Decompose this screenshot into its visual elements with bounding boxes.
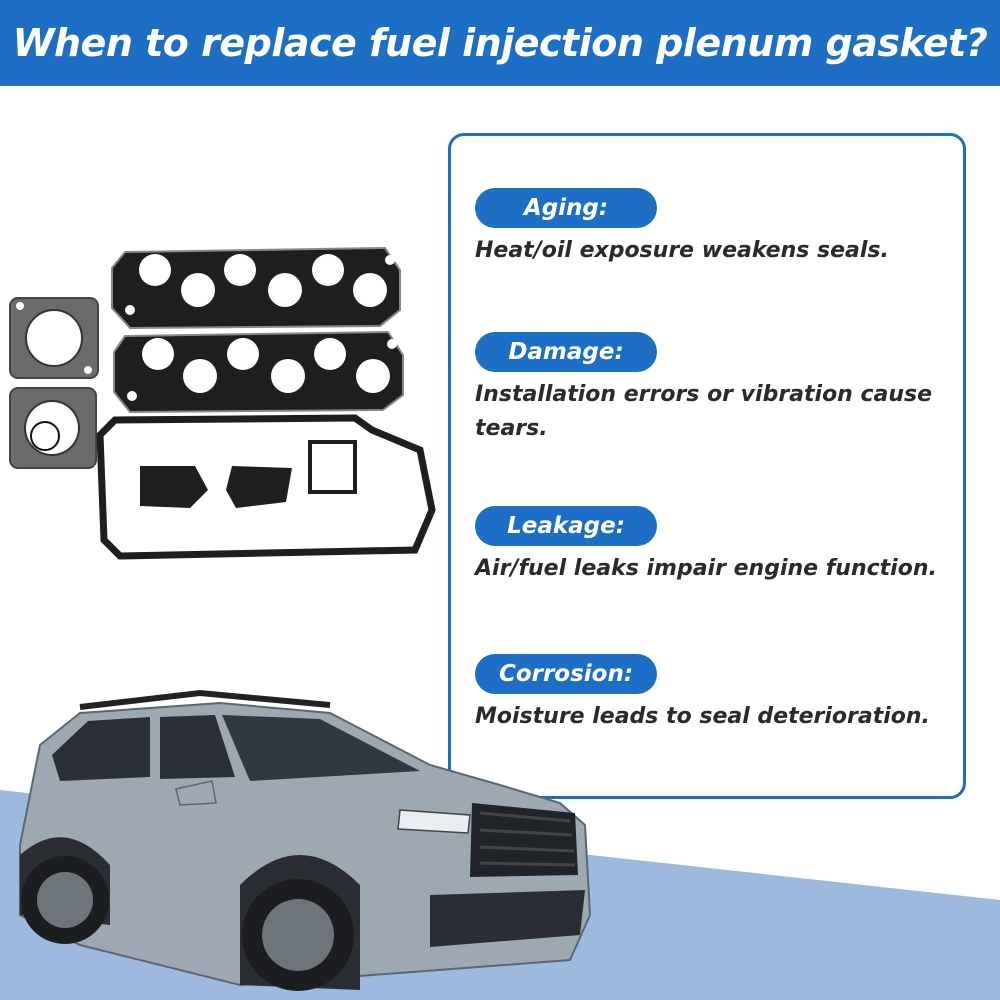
reason-corrosion: Corrosion: Moisture leads to seal deteri… — [475, 654, 955, 734]
suv-vehicle-icon — [19, 689, 592, 991]
reason-description: Installation errors or vibration cause t… — [475, 382, 933, 441]
throttle-body-gasket-top — [9, 297, 99, 379]
reasons-card: Aging: Heat/oil exposure weakens seals. … — [448, 133, 966, 799]
lower-intake-gasket — [113, 330, 404, 414]
gasket-kit-icon — [9, 246, 436, 560]
reason-description: Air/fuel leaks impair engine function. — [475, 556, 937, 581]
reason-label: Aging: — [475, 188, 657, 228]
reason-description: Moisture leads to seal deterioration. — [475, 704, 930, 729]
upper-intake-gasket — [111, 246, 401, 330]
reason-damage: Damage: Installation errors or vibration… — [475, 332, 955, 446]
reason-label: Damage: — [475, 332, 657, 372]
page-title: When to replace fuel injection plenum ga… — [12, 21, 988, 65]
plenum-frame-gasket — [96, 414, 436, 560]
reason-leakage: Leakage: Air/fuel leaks impair engine fu… — [475, 506, 955, 586]
reason-label: Corrosion: — [475, 654, 657, 694]
header-banner: When to replace fuel injection plenum ga… — [0, 0, 1000, 86]
reason-aging: Aging: Heat/oil exposure weakens seals. — [475, 188, 955, 268]
throttle-body-gasket-bottom — [9, 387, 97, 469]
reason-description: Heat/oil exposure weakens seals. — [475, 238, 889, 263]
reason-label: Leakage: — [475, 506, 657, 546]
